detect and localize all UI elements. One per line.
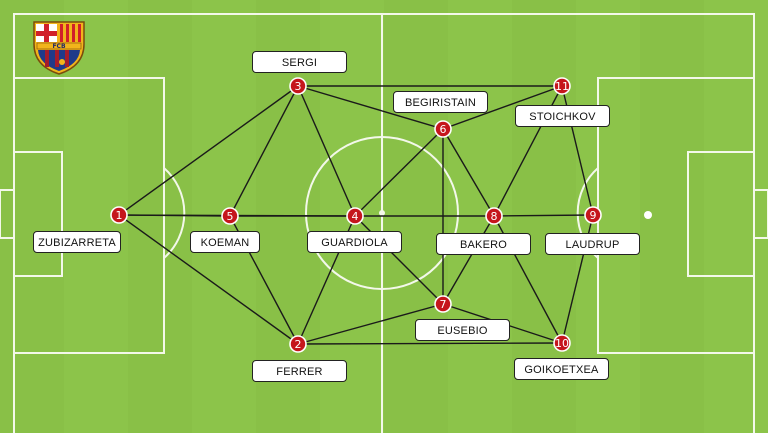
pass-edge xyxy=(442,128,495,217)
player-node: 3 xyxy=(289,77,307,95)
player-node: 1 xyxy=(110,206,128,224)
player-number: 2 xyxy=(295,338,302,351)
svg-text:FCB: FCB xyxy=(52,43,66,50)
player-name-label: KOEMAN xyxy=(190,231,260,253)
player-node: 7 xyxy=(434,295,452,313)
player-node: 6 xyxy=(434,120,452,138)
player-number: 3 xyxy=(295,80,302,93)
player-node: 9 xyxy=(584,206,602,224)
player-node: 8 xyxy=(485,207,503,225)
player-name-label: SERGI xyxy=(252,51,347,73)
player-number: 7 xyxy=(440,298,447,311)
player-number: 11 xyxy=(555,80,569,93)
player-name-label: BAKERO xyxy=(436,233,531,255)
pass-edge xyxy=(354,215,444,305)
player-name-label: GUARDIOLA xyxy=(307,231,402,253)
fc-barcelona-crest-icon: FCB xyxy=(33,21,85,75)
player-node: 11 xyxy=(553,77,571,95)
pass-edge xyxy=(118,85,299,216)
player-name-label: LAUDRUP xyxy=(545,233,640,255)
pass-edge xyxy=(493,214,594,217)
player-name-label: BEGIRISTAIN xyxy=(393,91,488,113)
pass-edge xyxy=(442,85,563,130)
player-nodes: 1 2 3 4 5 6 7 8 9 10 11 xyxy=(110,77,602,353)
player-name-label: FERRER xyxy=(252,360,347,382)
player-number: 10 xyxy=(555,337,569,350)
pass-edge xyxy=(297,303,444,345)
player-number: 6 xyxy=(440,123,447,136)
pass-edge xyxy=(229,85,299,217)
pass-edge xyxy=(297,342,563,345)
player-node: 5 xyxy=(221,207,239,225)
pass-edge xyxy=(442,215,495,305)
player-node: 10 xyxy=(553,334,571,352)
player-node: 4 xyxy=(346,207,364,225)
player-number: 5 xyxy=(227,210,234,223)
pass-edge xyxy=(354,128,444,217)
player-number: 9 xyxy=(590,209,597,222)
player-number: 1 xyxy=(116,209,123,222)
player-name-label: EUSEBIO xyxy=(415,319,510,341)
player-number: 8 xyxy=(491,210,498,223)
pass-edge xyxy=(297,85,444,130)
pass-edge xyxy=(297,85,356,217)
player-node: 2 xyxy=(289,335,307,353)
player-name-label: STOICHKOV xyxy=(515,105,610,127)
pass-edge xyxy=(118,214,299,345)
player-name-label: ZUBIZARRETA xyxy=(33,231,121,253)
player-number: 4 xyxy=(352,210,359,223)
player-name-label: GOIKOETXEA xyxy=(514,358,609,380)
